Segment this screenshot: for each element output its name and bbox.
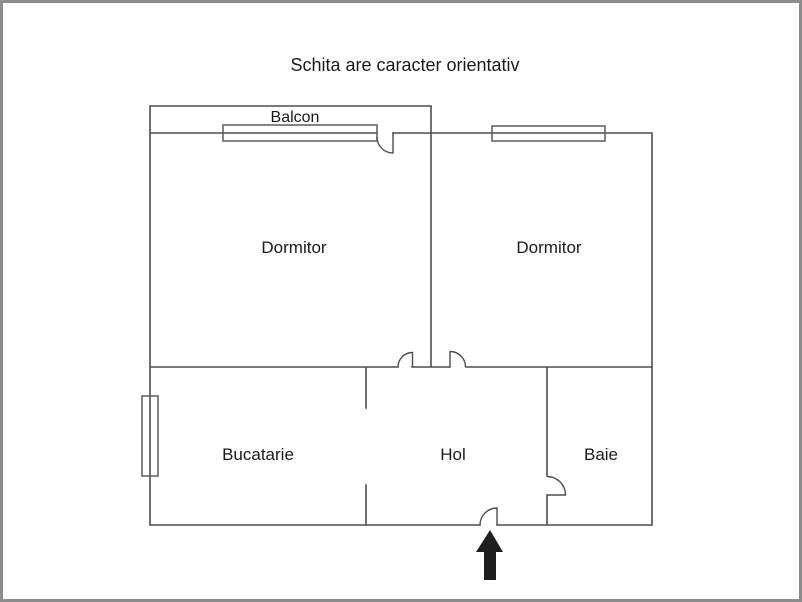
balcony-label: Balcon [271,109,320,126]
floorplan-canvas: Schita are caracter orientativ Balcon Do… [141,55,653,580]
room-label-bedroom-right: Dormitor [516,238,582,257]
room-label-kitchen: Bucatarie [222,445,294,464]
kitchen-window-icon [141,395,159,477]
room-label-bedroom-left: Dormitor [261,238,327,257]
bedroom-right-door-icon [449,350,467,368]
bathroom-door-icon [546,475,567,496]
wall-lines [149,105,653,526]
balcony-door-icon [376,132,394,154]
entrance-arrow-icon [476,530,503,580]
figure-title: Schita are caracter orientativ [290,55,519,75]
room-label-hall: Hol [440,445,466,464]
balcony-window-icon [222,124,378,142]
entrance-door-icon [479,507,498,526]
room-label-bathroom: Baie [584,445,618,464]
bedroom-right-window-icon [491,125,606,142]
bedroom-left-door-icon [397,351,414,368]
